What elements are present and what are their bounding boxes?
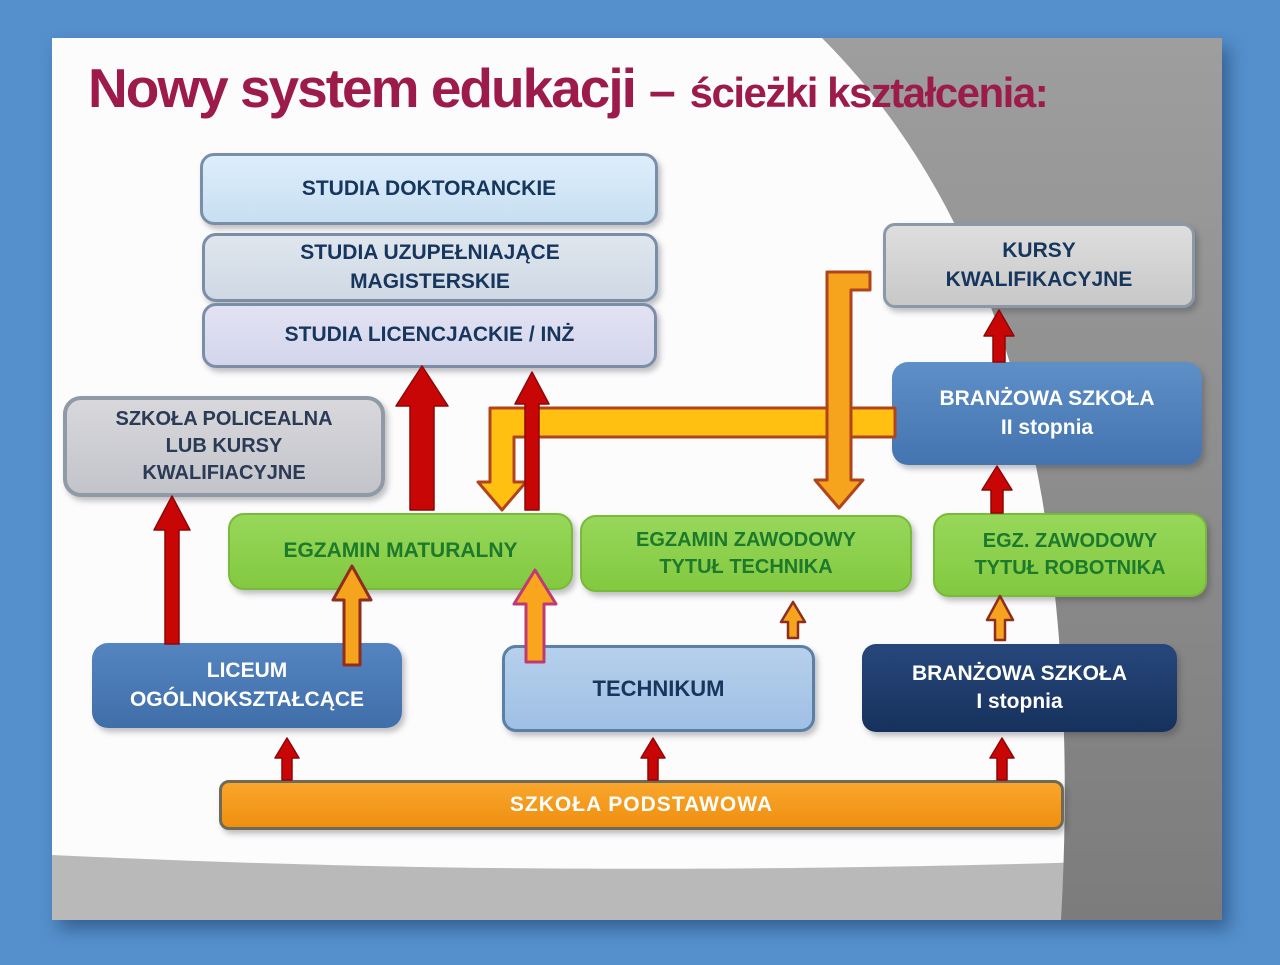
box-egzamin-zawodowy-technika: EGZAMIN ZAWODOWY TYTUŁ TECHNIKA [580, 515, 912, 592]
box-studia-doktoranckie: STUDIA DOKTORANCKIE [200, 153, 658, 225]
box-label: TYTUŁ TECHNIKA [659, 555, 833, 578]
title-subtitle: ścieżki kształcenia: [689, 69, 1049, 116]
box-egzamin-zawodowy-robotnika: EGZ. ZAWODOWY TYTUŁ ROBOTNIKA [933, 513, 1207, 597]
box-branzowa-szkola-1: BRANŻOWA SZKOŁA I stopnia [862, 644, 1177, 732]
box-label: LUB KURSY [165, 435, 283, 457]
box-branzowa-szkola-2: BRANŻOWA SZKOŁA II stopnia [892, 362, 1202, 465]
box-label: KURSY [1002, 239, 1076, 263]
box-label: I stopnia [976, 690, 1063, 713]
box-label: KWALIFIKACYJNE [945, 267, 1133, 291]
title-separator: – [648, 65, 676, 118]
arrow-robotnika-to-branzowa2 [981, 465, 1013, 514]
box-label: EGZ. ZAWODOWY [982, 530, 1158, 552]
title-main: Nowy system edukacji [88, 57, 637, 119]
box-label: BRANŻOWA SZKOŁA [939, 387, 1155, 411]
arrow-branzowa1-to-zawodowy-robotnika [985, 594, 1015, 642]
box-szkola-podstawowa: SZKOŁA PODSTAWOWA [219, 780, 1064, 830]
box-label: BRANŻOWA SZKOŁA [911, 661, 1128, 685]
arrow-liceum-to-policealna [153, 495, 191, 645]
arrow-technikum-to-zawodowy-technika [779, 600, 807, 640]
box-label: OGÓLNOKSZTAŁCĄCE [129, 687, 365, 711]
arrow-podstawowa-to-liceum [274, 737, 300, 781]
gray-arc-bottom [52, 855, 1222, 920]
box-studia-licencjackie: STUDIA LICENCJACKIE / INŻ [202, 303, 657, 368]
box-label: II stopnia [1000, 415, 1094, 439]
arrow-branzowa2-to-maturalny [476, 406, 897, 512]
box-label: EGZAMIN ZAWODOWY [636, 528, 856, 551]
page-title: Nowy system edukacji – ścieżki kształcen… [88, 56, 1049, 120]
box-egzamin-maturalny: EGZAMIN MATURALNY [228, 513, 573, 590]
arrow-kursy-to-zawodowy-technika [813, 270, 872, 510]
box-kursy-kwalifikacyjne: KURSY KWALIFIKACYJNE [883, 223, 1195, 308]
arrow-branzowa2-to-kursy [983, 309, 1015, 363]
box-label: LICEUM [206, 659, 288, 683]
arrow-maturalny-to-licencjackie-thick [395, 365, 449, 511]
box-label: STUDIA UZUPEŁNIAJĄCE [300, 241, 560, 265]
box-label: SZKOŁA PODSTAWOWA [509, 792, 774, 816]
box-label: SZKOŁA POLICEALNA [115, 408, 333, 430]
arrow-podstawowa-to-technikum [640, 737, 666, 781]
box-technikum: TECHNIKUM [502, 645, 815, 732]
box-label: TECHNIKUM [592, 675, 725, 701]
box-label: TYTUŁ ROBOTNIKA [974, 557, 1166, 579]
box-label: KWALIFIACYJNE [142, 462, 306, 484]
box-label: EGZAMIN MATURALNY [283, 539, 518, 563]
box-label: STUDIA LICENCJACKIE / INŻ [284, 323, 575, 347]
box-studia-magisterskie: STUDIA UZUPEŁNIAJĄCE MAGISTERSKIE [202, 233, 658, 302]
box-label: MAGISTERSKIE [350, 269, 510, 293]
slide: Nowy system edukacji – ścieżki kształcen… [52, 38, 1222, 920]
arrow-podstawowa-to-branzowa1 [989, 737, 1015, 781]
box-label: STUDIA DOKTORANCKIE [301, 176, 557, 200]
arrow-maturalny-to-licencjackie-thin [514, 371, 550, 511]
box-szkola-policealna: SZKOŁA POLICEALNA LUB KURSY KWALIFIACYJN… [63, 396, 385, 497]
box-liceum: LICEUM OGÓLNOKSZTAŁCĄCE [92, 643, 402, 728]
